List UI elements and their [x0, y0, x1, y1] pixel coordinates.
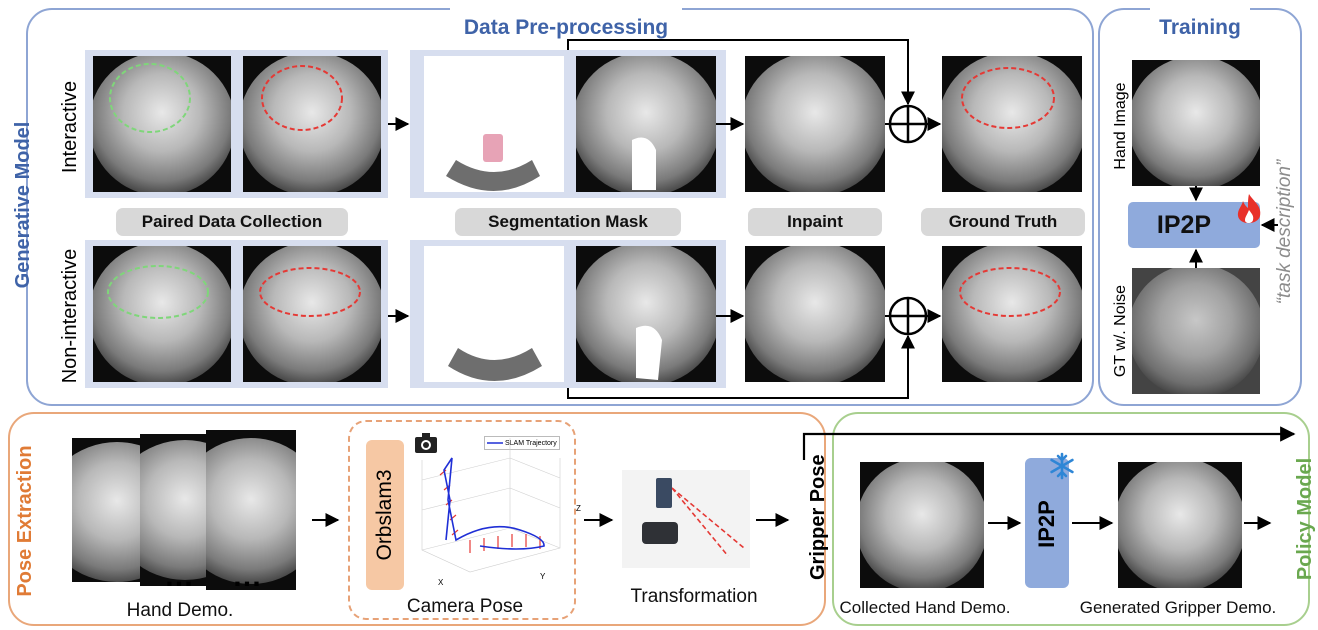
ground-truth-label: Ground Truth	[921, 208, 1085, 236]
hand-demo-image-3	[206, 430, 296, 590]
red-ellipse-noninteractive	[259, 267, 361, 317]
interactive-mask-image	[424, 56, 564, 192]
noninteractive-ground-truth-image	[942, 246, 1082, 382]
red-ellipse-ground-truth-2	[959, 267, 1061, 317]
axis-x-label: X	[438, 578, 444, 587]
camera-pose-caption: Camera Pose	[406, 596, 524, 617]
training-hand-image	[1132, 60, 1260, 186]
inpaint-label: Inpaint	[748, 208, 882, 236]
green-ellipse-noninteractive	[107, 265, 209, 319]
wrist-strap	[642, 522, 678, 544]
red-ellipse-interactive	[261, 65, 343, 131]
slam-legend-label: SLAM Trajectory	[505, 440, 557, 447]
noninteractive-paired-image-2	[243, 246, 381, 382]
slam-legend: SLAM Trajectory	[484, 436, 560, 450]
transformation-caption: Transformation	[630, 586, 758, 607]
oplus-noninteractive	[888, 296, 928, 336]
camera-icon	[414, 432, 438, 454]
interactive-ground-truth-image	[942, 56, 1082, 192]
transformation-image	[622, 470, 750, 568]
axis-z-label: Z	[576, 504, 581, 513]
paired-data-collection-label: Paired Data Collection	[116, 208, 348, 236]
hand-demo-caption: Hand Demo.	[126, 600, 234, 621]
hand-demo-image-1	[72, 438, 152, 582]
gripper-mask-noninteractive	[448, 348, 542, 381]
gripper-mask-interactive	[446, 160, 540, 191]
snowflake-icon	[1048, 452, 1076, 480]
slam-trajectory-ticks	[439, 469, 541, 553]
generated-gripper-demo-image	[1118, 462, 1242, 588]
ellipsis-2: …	[232, 560, 262, 593]
segmentation-mask-label: Segmentation Mask	[455, 208, 681, 236]
training-title: Training	[1159, 16, 1241, 39]
red-ellipse-ground-truth	[961, 67, 1055, 129]
axis-y-label: Y	[540, 572, 546, 581]
flame-icon	[1234, 192, 1264, 228]
noninteractive-masked-image	[576, 246, 716, 382]
data-preprocessing-title: Data Pre-processing	[463, 16, 669, 39]
camera-pose-box	[348, 420, 576, 620]
white-mask-interactive	[632, 137, 656, 190]
ip2p-training-label: IP2P	[1156, 211, 1212, 239]
collected-hand-demo-image	[860, 462, 984, 588]
oplus-interactive	[888, 104, 928, 144]
interactive-paired-image-2	[243, 56, 381, 192]
noninteractive-inpaint-image	[745, 246, 885, 382]
cup-mask	[483, 134, 503, 162]
slam-trajectory-line	[443, 457, 545, 550]
ellipsis-1: …	[164, 560, 194, 593]
training-gt-noise-image	[1132, 268, 1260, 394]
pose-panel	[8, 412, 826, 626]
slam-trajectory-plot	[421, 438, 561, 573]
policy-panel	[832, 412, 1310, 626]
orbslam-box	[366, 440, 404, 590]
white-mask-noninteractive	[636, 325, 662, 380]
interactive-inpaint-image	[745, 56, 885, 192]
ip2p-policy-box	[1025, 458, 1069, 588]
noninteractive-mask-image	[424, 246, 564, 382]
noninteractive-paired-image-1	[93, 246, 231, 382]
generated-gripper-demo-caption: Generated Gripper Demo.	[1079, 598, 1277, 617]
interactive-masked-image	[576, 56, 716, 192]
collected-hand-demo-caption: Collected Hand Demo.	[839, 598, 1011, 617]
wrist-camera	[656, 478, 672, 508]
green-ellipse-interactive	[109, 63, 191, 133]
ip2p-training-box	[1128, 202, 1260, 248]
